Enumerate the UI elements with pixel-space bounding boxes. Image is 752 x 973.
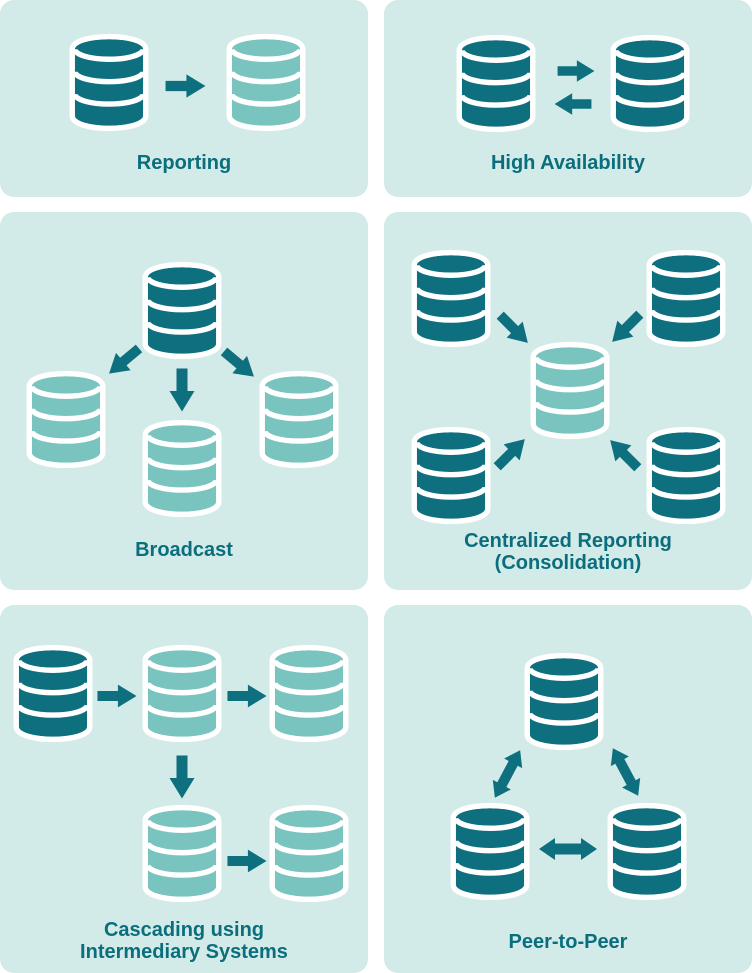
database-icon-source-bottom-left xyxy=(411,429,491,522)
database-icon-peer-left xyxy=(450,805,530,898)
panel-label: High Availability xyxy=(490,152,646,174)
database-icon-target-center xyxy=(142,422,222,515)
arrow-down-left-icon xyxy=(101,339,147,383)
double-arrow-diagonal-left-icon xyxy=(485,745,530,803)
database-icon-replica xyxy=(226,36,306,129)
database-icon-source-top-left xyxy=(411,252,491,345)
arrow-right-icon xyxy=(165,74,206,98)
panel-peer-to-peer: Peer-to-Peer xyxy=(384,605,752,973)
database-icon-source xyxy=(69,36,149,129)
panel-cascading: Cascading using Intermediary Systems xyxy=(0,605,368,973)
panel-label: Reporting xyxy=(136,152,232,174)
database-icon-target-right xyxy=(259,373,339,466)
arrow-down-icon xyxy=(169,755,195,799)
database-icon-intermediary-2 xyxy=(142,807,222,900)
database-icon-central xyxy=(530,344,610,437)
arrow-left-icon xyxy=(554,93,592,115)
database-icon-target-left xyxy=(26,373,106,466)
double-arrow-horizontal-icon xyxy=(539,838,597,860)
panel-broadcast: Broadcast xyxy=(0,212,368,590)
arrow-right-icon xyxy=(97,684,137,708)
arrow-right-icon xyxy=(227,849,267,873)
panel-label: Cascading using Intermediary Systems xyxy=(80,919,288,963)
panel-high-availability: High Availability xyxy=(384,0,752,197)
arrow-up-right-icon xyxy=(489,431,533,475)
database-icon-intermediary-1 xyxy=(142,647,222,740)
panel-centralized-reporting: Centralized Reporting (Consolidation) xyxy=(384,212,752,590)
arrow-down-icon xyxy=(169,368,195,412)
database-icon-source xyxy=(13,647,93,740)
database-icon-primary xyxy=(456,37,536,130)
panel-label: Centralized Reporting (Consolidation) xyxy=(464,530,672,574)
arrow-right-icon xyxy=(227,684,267,708)
database-icon-peer-right xyxy=(607,805,687,898)
database-icon-source-bottom-right xyxy=(646,429,726,522)
database-icon-standby xyxy=(610,37,690,130)
panel-label: Broadcast xyxy=(135,539,233,561)
arrow-up-left-icon xyxy=(602,432,646,476)
double-arrow-diagonal-right-icon xyxy=(603,743,648,801)
database-icon-source xyxy=(142,264,222,357)
arrow-down-right-icon xyxy=(216,342,262,386)
panel-label: Peer-to-Peer xyxy=(508,931,628,953)
database-icon-target-top xyxy=(269,647,349,740)
database-icon-source-top-right xyxy=(646,252,726,345)
arrow-right-icon xyxy=(557,60,595,82)
database-icon-peer-top xyxy=(524,655,604,748)
panel-reporting: Reporting xyxy=(0,0,368,197)
database-icon-target-bottom xyxy=(269,807,349,900)
